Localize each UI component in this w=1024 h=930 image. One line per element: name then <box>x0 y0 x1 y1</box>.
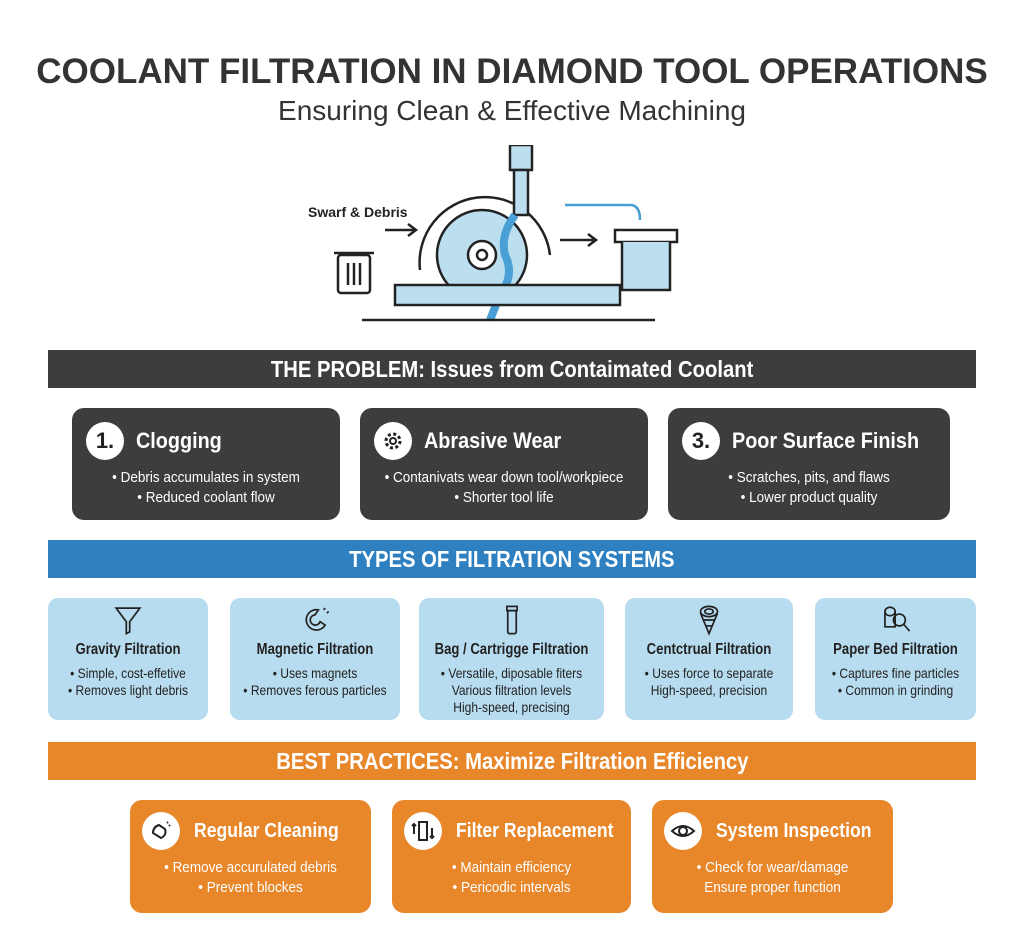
cartridge-icon <box>505 605 518 635</box>
page-title: COOLANT FILTRATION IN DIAMOND TOOL OPERA… <box>36 52 988 91</box>
filter-swap-icon <box>404 812 442 850</box>
trash-bin-icon <box>334 251 374 295</box>
problem-card-abrasive-wear: Abrasive Wear • Contanivats wear down to… <box>360 408 648 520</box>
eye-icon <box>664 812 702 850</box>
type-card-centrifugal: Centctrual Filtration • Uses force to se… <box>625 598 793 720</box>
practice-card-replacement: Filter Replacement • Maintain efficiency… <box>392 800 631 913</box>
number-three-icon: 3. <box>682 422 720 460</box>
number-one-icon: 1. <box>86 422 124 460</box>
sponge-icon <box>142 812 180 850</box>
paper-roll-magnifier-icon <box>883 606 910 632</box>
grinding-illustration: Swarf & Debris <box>308 145 679 322</box>
problem-card-surface-finish: 3.Poor Surface Finish • Scratches, pits,… <box>668 408 950 520</box>
magnet-icon <box>305 607 330 631</box>
funnel-icon <box>114 607 142 635</box>
swarf-label: Swarf & Debris <box>308 204 408 220</box>
practices-section-header: BEST PRACTICES: Maximize Filtration Effi… <box>48 742 976 780</box>
type-card-magnetic: Magnetic Filtration • Uses magnets• Remo… <box>230 598 400 720</box>
cyclone-icon <box>699 605 719 636</box>
card-title: Clogging <box>136 428 222 453</box>
card-title: Abrasive Wear <box>424 428 562 453</box>
gear-icon <box>374 422 412 460</box>
card-title: Poor Surface Finish <box>732 428 920 453</box>
practice-card-inspection: System Inspection • Check for wear/damag… <box>652 800 893 913</box>
problem-section-header: THE PROBLEM: Issues from Contaimated Coo… <box>48 350 976 388</box>
type-card-cartridge: Bag / Cartrigge Filtration • Versatile, … <box>419 598 604 720</box>
type-card-paper-bed: Paper Bed Filtration • Captures fine par… <box>815 598 976 720</box>
type-card-gravity: Gravity Filtration • Simple, cost-effeti… <box>48 598 208 720</box>
practice-card-cleaning: Regular Cleaning • Remove accurulated de… <box>130 800 371 913</box>
page-subtitle: Ensuring Clean & Effective Machining <box>278 95 746 126</box>
problem-card-clogging: 1.Clogging • Debris accumulates in syste… <box>72 408 340 520</box>
types-section-header: TYPES OF FILTRATION SYSTEMS <box>48 540 976 578</box>
